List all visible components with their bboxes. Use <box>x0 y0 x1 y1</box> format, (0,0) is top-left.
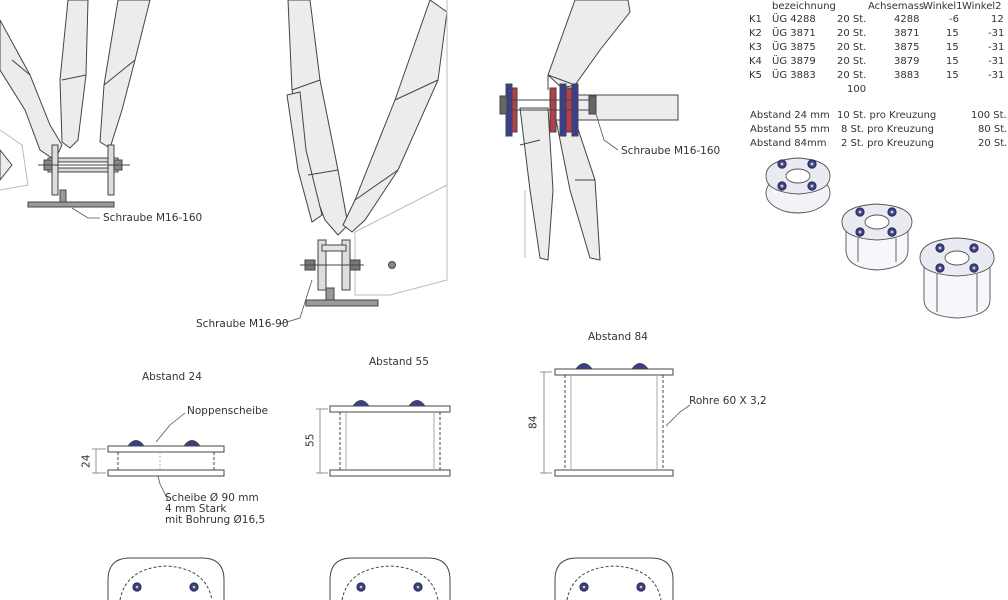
table-row: Abstand 84mm 2 St. pro Kreuzung 20 St. <box>750 138 1008 151</box>
joint-detail-2 <box>286 0 448 307</box>
cell-qty: 20 St. <box>837 56 867 67</box>
header-winkel2: Winkel2 <box>962 1 1002 12</box>
cell-name: ÜG 3879 <box>772 56 816 67</box>
spacer-render-small <box>765 157 831 214</box>
cell-id: K4 <box>749 56 762 67</box>
dimension-55: 55 <box>304 433 317 447</box>
table-row: K3 ÜG 3875 20 St. 3875 15 -31 <box>748 42 1008 55</box>
cell-winkel2: -31 <box>988 56 1005 67</box>
cell-winkel1: 15 <box>946 28 959 39</box>
leader-rohre <box>665 404 691 427</box>
title-abstand-24: Abstand 24 <box>142 371 202 383</box>
cell-per-kreuzung: 2 St. pro Kreuzung <box>841 138 934 149</box>
cell-abstand: Abstand 55 mm <box>750 124 830 135</box>
leader-schraube-1 <box>71 207 100 219</box>
cell-achsemass: 3871 <box>894 28 920 39</box>
joint-detail-3 <box>499 0 679 261</box>
table-row: K4 ÜG 3879 20 St. 3879 15 -31 <box>748 56 1008 69</box>
cell-id: K3 <box>749 42 762 53</box>
cell-achsemass: 3875 <box>894 42 920 53</box>
parts-table: bezeichnung Achsemass Winkel1 Winkel2 K1… <box>748 0 1008 100</box>
cell-winkel1: -6 <box>949 14 959 25</box>
callout-scheibe-line1: Scheibe Ø 90 mm <box>165 492 259 504</box>
cell-name: ÜG 3875 <box>772 42 816 53</box>
cell-name: ÜG 3883 <box>772 70 816 81</box>
dimension-24: 24 <box>80 454 93 468</box>
cell-total: 80 St. <box>978 124 1008 135</box>
cell-achsemass: 3883 <box>894 70 920 81</box>
callout-rohre: Rohre 60 X 3,2 <box>689 395 767 407</box>
leader-noppenscheibe <box>155 412 186 443</box>
table-row: K5 ÜG 3883 20 St. 3883 15 -31 <box>748 70 1008 83</box>
title-abstand-55: Abstand 55 <box>369 356 429 368</box>
cell-per-kreuzung: 8 St. pro Kreuzung <box>841 124 934 135</box>
cell-name: ÜG 4288 <box>772 14 816 25</box>
spacer-render-medium <box>841 203 913 271</box>
table-row: Abstand 55 mm 8 St. pro Kreuzung 80 St. <box>750 124 1008 137</box>
cell-achsemass: 3879 <box>894 56 920 67</box>
spacer-plan-24 <box>107 557 225 600</box>
cell-winkel1: 15 <box>946 56 959 67</box>
cell-total: 100 St. <box>971 110 1007 121</box>
spacer-plan-55 <box>329 557 451 600</box>
cell-winkel2: -31 <box>988 42 1005 53</box>
leader-schraube-3 <box>595 113 619 151</box>
table-total-row: 100 <box>748 84 1008 97</box>
spacer-elevation-24 <box>92 440 225 477</box>
cell-total: 20 St. <box>978 138 1008 149</box>
callout-scheibe-line2: 4 mm Stark <box>165 503 227 515</box>
cell-winkel1: 15 <box>946 70 959 81</box>
header-winkel1: Winkel1 <box>923 1 963 12</box>
header-achsemass: Achsemass <box>868 1 925 12</box>
cell-id: K1 <box>749 14 762 25</box>
spacer-plan-84 <box>554 557 674 600</box>
dimension-84: 84 <box>527 415 540 429</box>
callout-schraube-m16-160-a: Schraube M16-160 <box>103 212 203 224</box>
header-bezeichnung: bezeichnung <box>772 1 836 12</box>
callout-schraube-m16-90: Schraube M16-90 <box>196 318 289 330</box>
cell-winkel2: -31 <box>988 28 1005 39</box>
cell-winkel2: -31 <box>988 70 1005 81</box>
cell-winkel2: 12 <box>991 14 1004 25</box>
cell-name: ÜG 3871 <box>772 28 816 39</box>
cell-qty: 20 St. <box>837 70 867 81</box>
cell-qty: 20 St. <box>837 28 867 39</box>
cell-id: K5 <box>749 70 762 81</box>
cell-achsemass: 4288 <box>894 14 920 25</box>
table-row: K2 ÜG 3871 20 St. 3871 15 -31 <box>748 28 1008 41</box>
table-row: K1 ÜG 4288 20 St. 4288 -6 12 <box>748 14 1008 27</box>
joint-detail-1 <box>0 0 151 208</box>
cell-per-kreuzung: 10 St. pro Kreuzung <box>837 110 937 121</box>
cell-winkel1: 15 <box>946 42 959 53</box>
spacer-render-large <box>919 237 995 319</box>
cell-qty: 20 St. <box>837 14 867 25</box>
table-row: Abstand 24 mm 10 St. pro Kreuzung 100 St… <box>750 110 1008 123</box>
leader-schraube-2 <box>279 279 313 325</box>
spacer-quantity-table: Abstand 24 mm 10 St. pro Kreuzung 100 St… <box>750 110 1008 154</box>
cell-total: 100 <box>847 84 867 95</box>
cell-id: K2 <box>749 28 762 39</box>
callout-schraube-m16-160-b: Schraube M16-160 <box>621 145 721 157</box>
cell-qty: 20 St. <box>837 42 867 53</box>
spacer-elevation-84 <box>540 363 674 477</box>
parts-table-header: bezeichnung Achsemass Winkel1 Winkel2 <box>748 1 1008 14</box>
cell-abstand: Abstand 24 mm <box>750 110 830 121</box>
spacer-elevation-55 <box>316 400 451 477</box>
leader-scheibe <box>157 475 169 501</box>
callout-scheibe-line3: mit Bohrung Ø16,5 <box>165 514 266 526</box>
title-abstand-84: Abstand 84 <box>588 331 648 343</box>
cell-abstand: Abstand 84mm <box>750 138 827 149</box>
callout-noppenscheibe: Noppenscheibe <box>187 405 269 417</box>
